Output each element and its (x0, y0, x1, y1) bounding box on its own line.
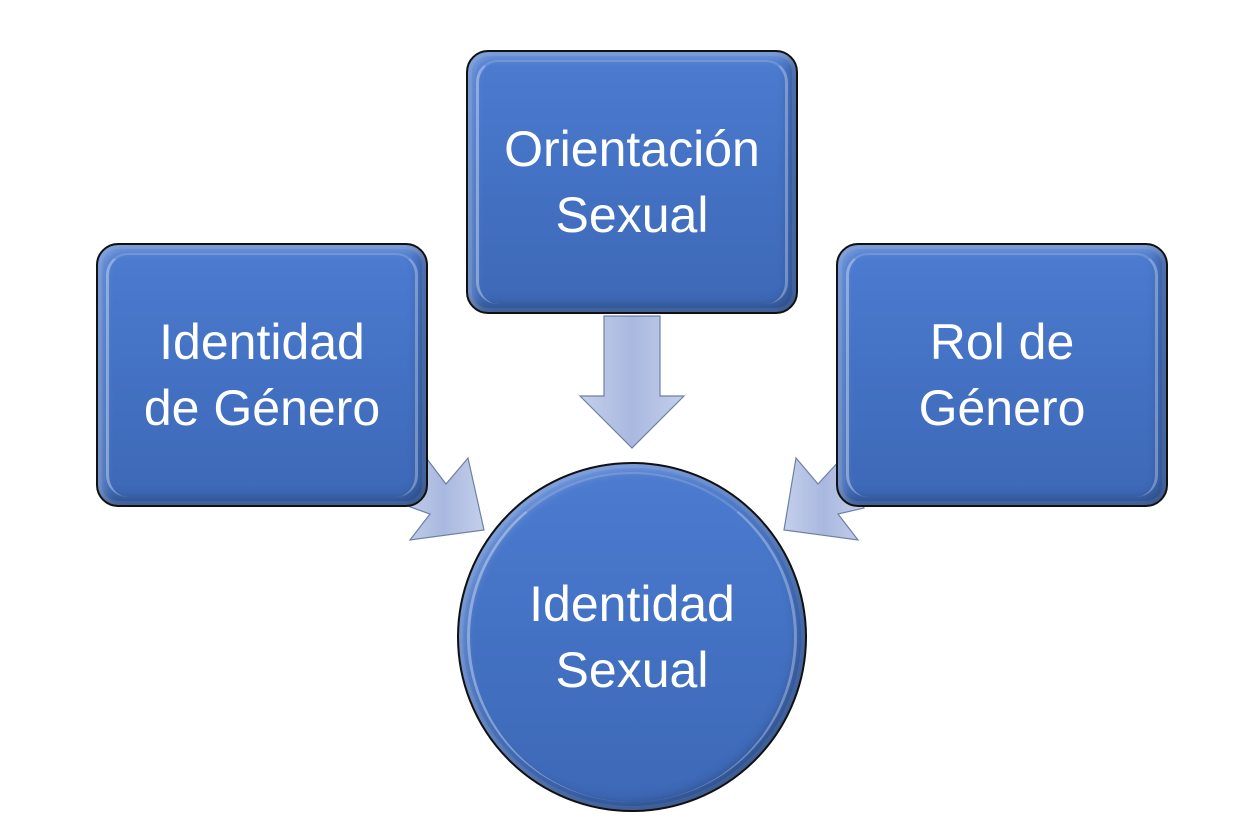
node-identidad-sexual: Identidad Sexual (457, 462, 807, 812)
node-rol-de-genero: Rol de Género (836, 243, 1168, 507)
node-label: Identidad Sexual (529, 576, 735, 698)
node-orientation-sexual: Orientación Sexual (466, 50, 798, 314)
node-label: Identidad de Género (143, 314, 381, 436)
node-identidad-de-genero: Identidad de Género (96, 243, 428, 507)
node-label: Orientación Sexual (504, 121, 760, 243)
node-label: Rol de Género (918, 314, 1086, 436)
arrow-orientation-to-sexual-identity (578, 315, 686, 449)
